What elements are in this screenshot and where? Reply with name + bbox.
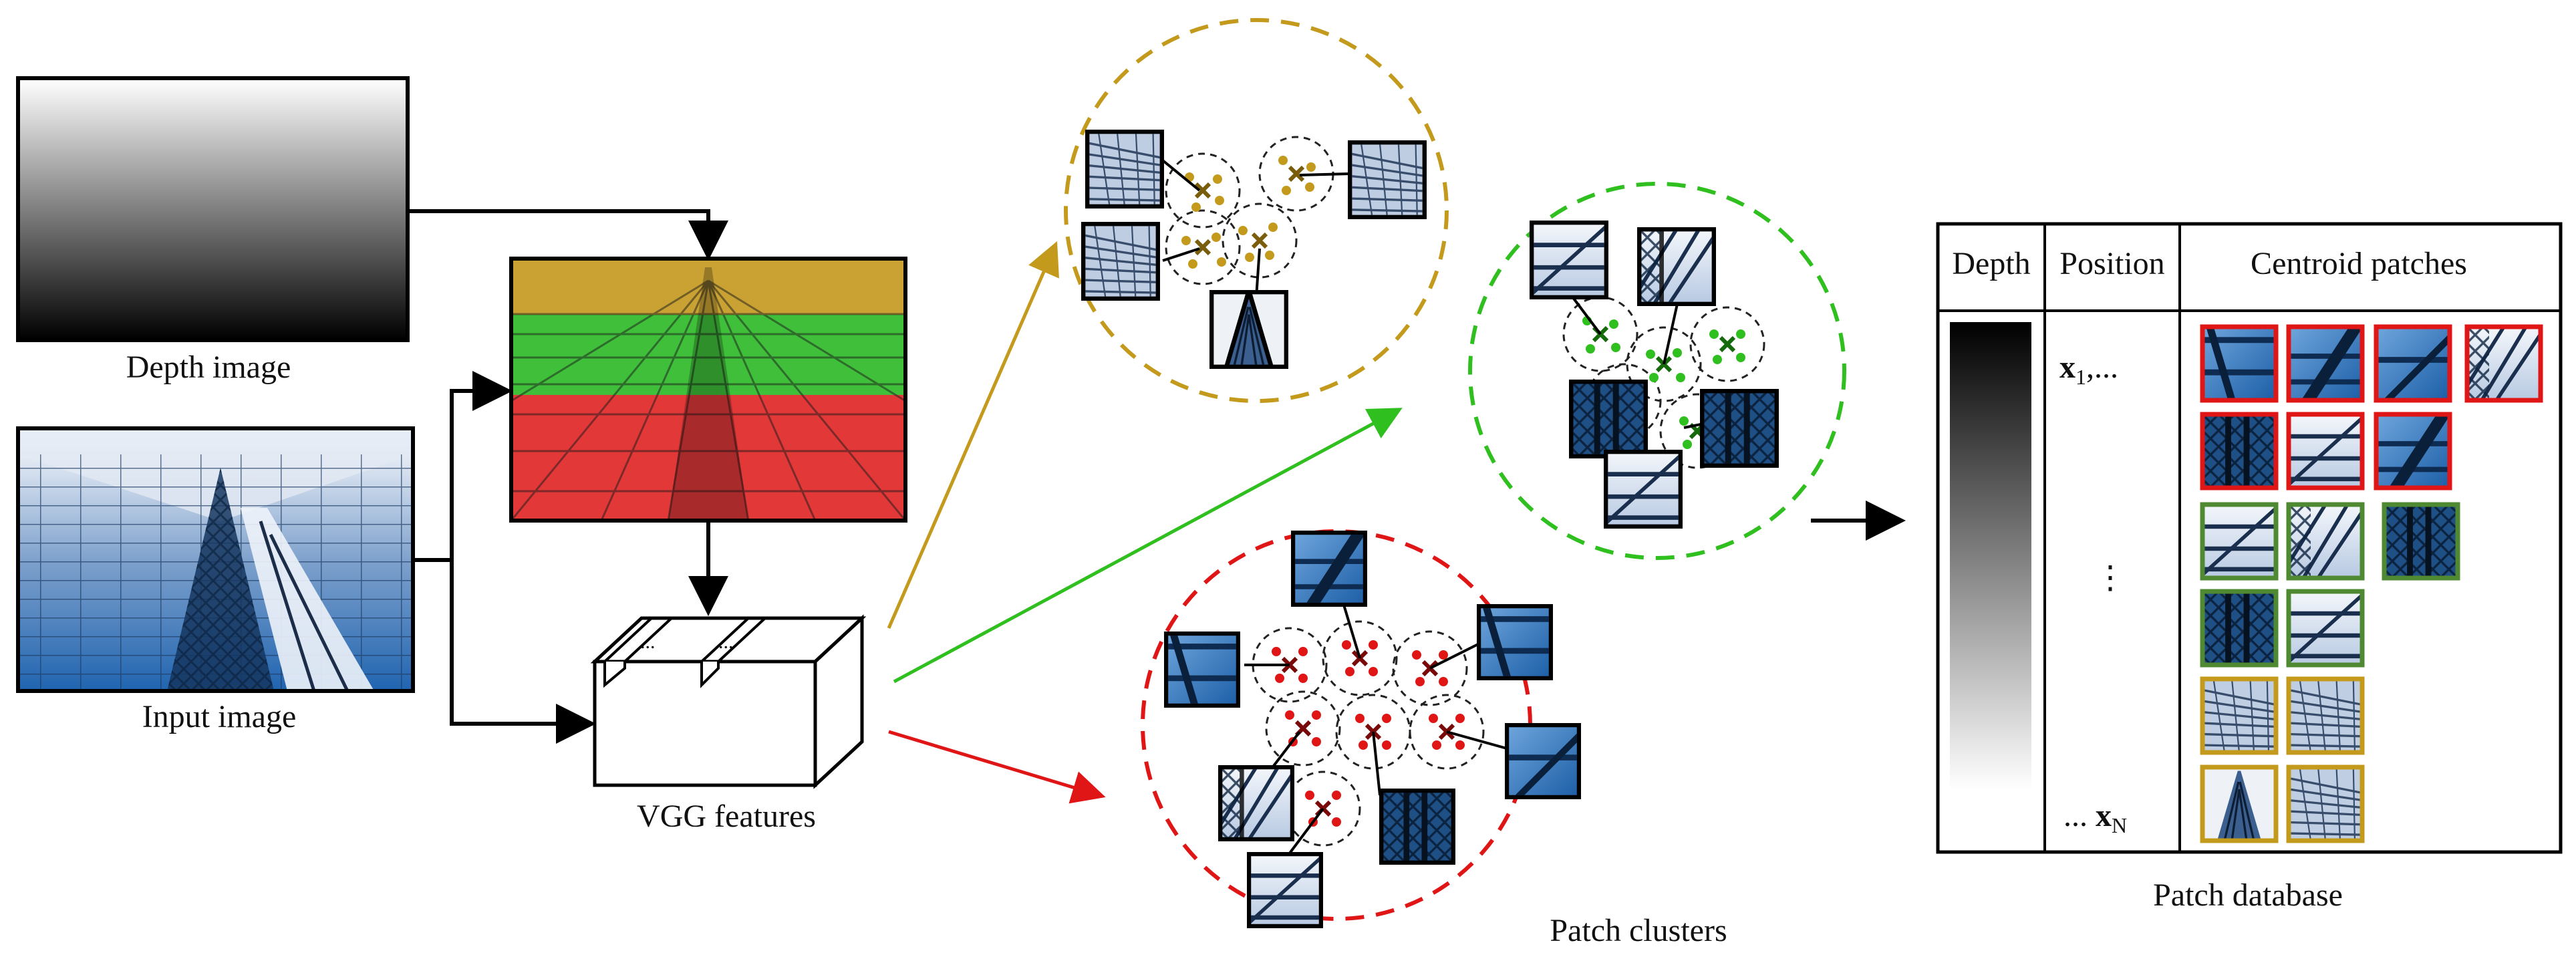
centroid-patch [2289, 505, 2362, 578]
centroid-patch [2384, 505, 2458, 578]
centroid-patch [2285, 414, 2366, 488]
patch-database-label: Patch database [2153, 877, 2343, 913]
header-depth: Depth [1952, 246, 2030, 281]
yellow-patch-cluster [1064, 18, 1449, 403]
depth-image-label: Depth image [126, 349, 291, 385]
centroid-patch [2373, 411, 2454, 496]
position-first: x1,... [2059, 349, 2118, 389]
centroid-patch [2373, 327, 2454, 400]
input-connector [413, 371, 513, 562]
arrow-to-yellow-cluster [887, 241, 1059, 629]
green-patch-cluster [1468, 182, 1846, 560]
centroid-patch [2202, 679, 2276, 752]
centroid-patch [2289, 767, 2362, 841]
near-depth-band [511, 395, 905, 521]
input-to-vgg-arrow [450, 560, 596, 744]
centroid-patch [2202, 414, 2276, 488]
vgg-ellipsis-1: ... [640, 631, 656, 653]
header-centroid-patches: Centroid patches [2251, 246, 2467, 281]
mid-depth-band [511, 315, 905, 395]
depth-segmented-image [509, 257, 907, 523]
arrow-to-red-cluster [888, 730, 1106, 804]
red-patch-cluster [1141, 529, 1581, 928]
centroid-patch [2467, 327, 2541, 400]
centroid-patch [2202, 591, 2276, 665]
centroid-patch [2202, 767, 2276, 841]
vgg-features-box [590, 614, 867, 789]
depth-to-segment-arrow [408, 209, 728, 261]
vgg-ellipsis-2: ... [718, 631, 734, 653]
centroid-patches [2199, 323, 2543, 843]
position-vdots: ⋮ [2094, 560, 2126, 595]
centroid-patch [2289, 679, 2362, 752]
arrow-to-green-cluster [893, 408, 1403, 684]
centroid-patch [2285, 323, 2366, 408]
centroid-patch [2285, 591, 2366, 665]
centroid-patch [2199, 505, 2280, 578]
depth-gradient-bar [1950, 322, 2031, 790]
centroid-patch [2199, 327, 2280, 400]
depth-image [16, 76, 410, 342]
input-image-label: Input image [142, 699, 297, 734]
patch-clusters-label: Patch clusters [1550, 913, 1727, 948]
header-position: Position [2059, 246, 2164, 281]
position-last: ... xN [2063, 798, 2127, 837]
input-image [16, 426, 415, 693]
vgg-features-label: VGG features [637, 799, 816, 834]
